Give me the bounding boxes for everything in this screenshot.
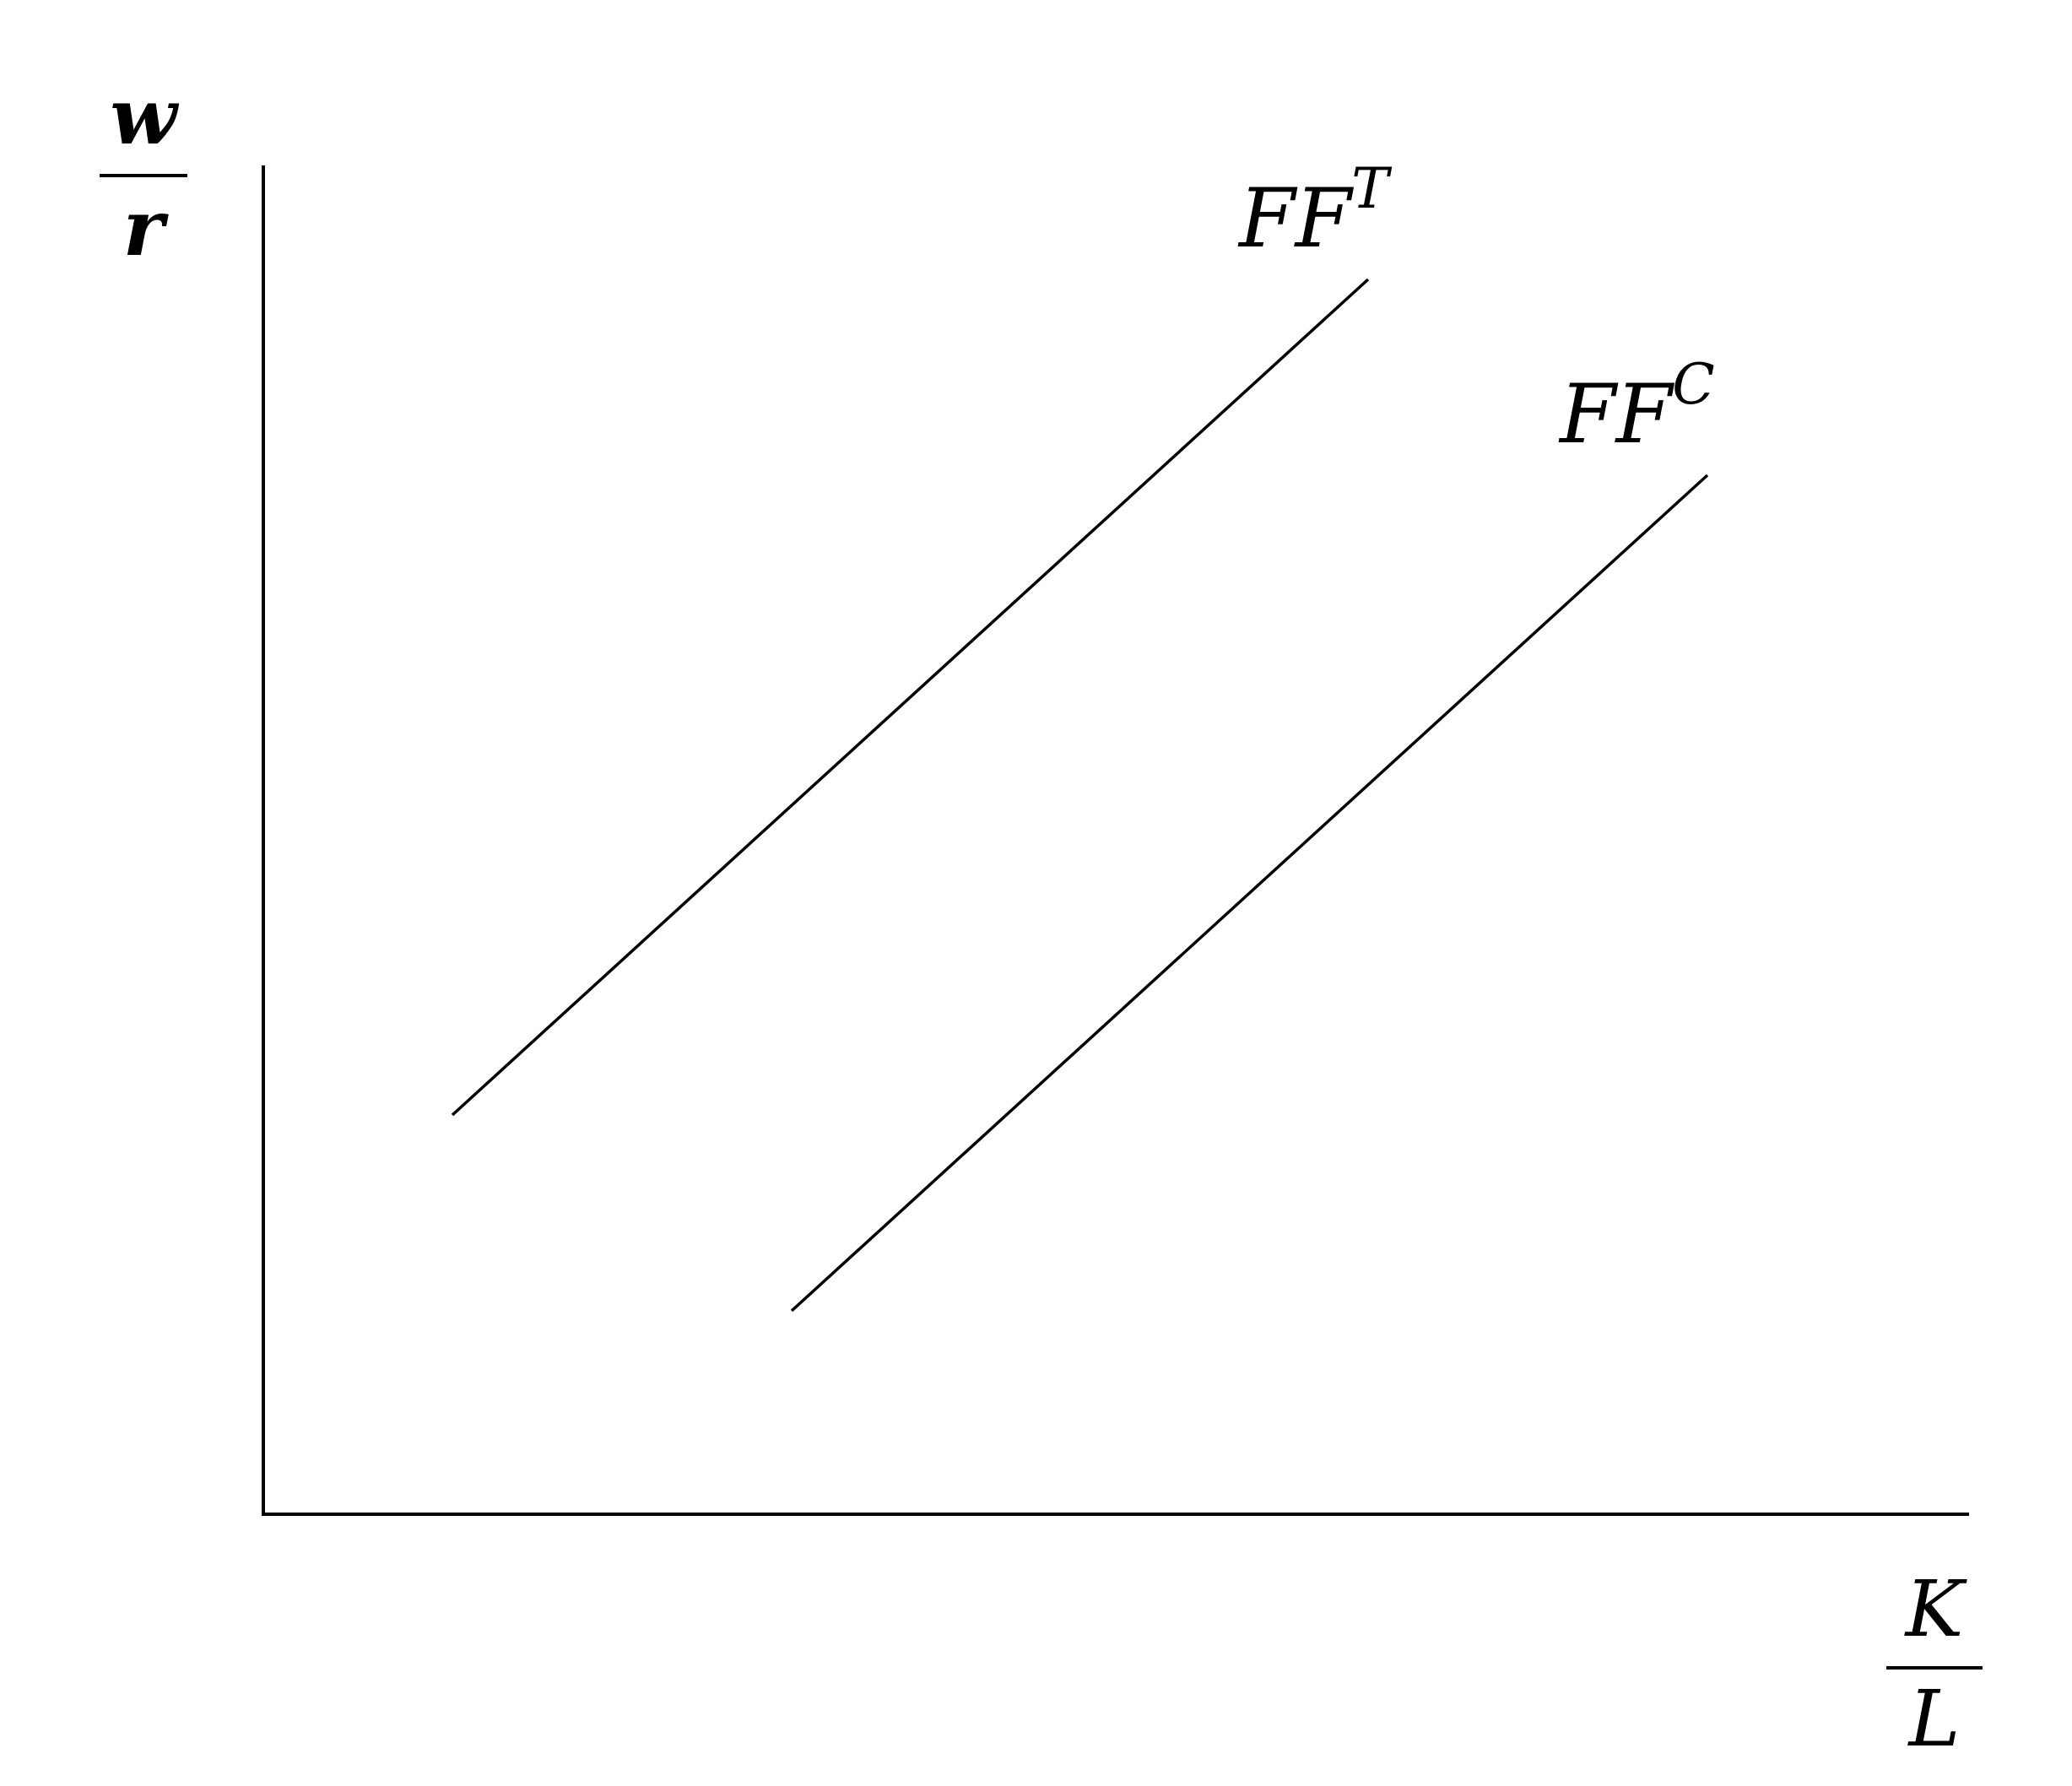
ff-c-label-superscript: C: [1672, 352, 1715, 417]
ff-c-line: [790, 474, 1709, 1312]
ff-t-label-base: FF: [1237, 171, 1355, 266]
curve-ff-t: FFT: [451, 156, 1393, 1117]
x-axis-label-denominator: L: [1907, 1674, 1960, 1764]
ff-c-label-base: FF: [1558, 367, 1675, 462]
ff-t-label: FFT: [1237, 156, 1393, 266]
ff-c-label: FFC: [1558, 352, 1715, 462]
y-axis-label-denominator: r: [123, 182, 170, 273]
x-axis-label-numerator: K: [1904, 1564, 1968, 1654]
ff-t-line: [451, 278, 1370, 1117]
ff-t-label-superscript: T: [1351, 156, 1393, 221]
y-axis-label: w r: [100, 71, 187, 273]
x-axis-label: K L: [1886, 1564, 1983, 1764]
y-axis-label-numerator: w: [110, 71, 179, 162]
curve-ff-c: FFC: [790, 352, 1715, 1312]
